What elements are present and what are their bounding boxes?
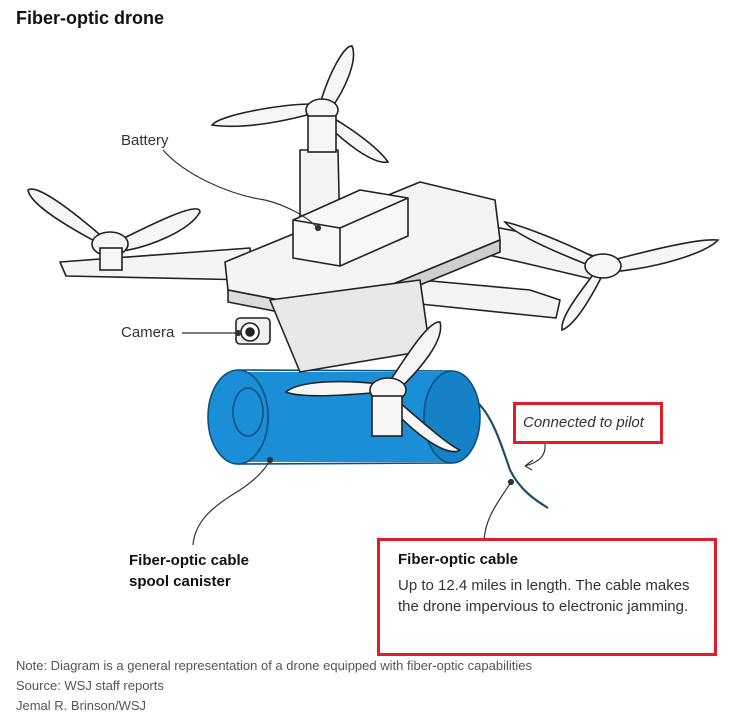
figure-title: Fiber-optic drone	[16, 8, 164, 28]
spool-label: Fiber-optic cable spool canister	[129, 550, 249, 592]
footer-source: Source: WSJ staff reports	[16, 678, 164, 693]
fiber-cable-heading: Fiber-optic cable	[398, 551, 519, 568]
footer-credit: Jemal R. Brinson/WSJ	[16, 698, 147, 713]
propeller-front-left	[27, 188, 201, 271]
propeller-rear-right	[503, 220, 720, 332]
battery-leader	[162, 149, 319, 229]
fiber-cable-callout: Fiber-optic cable Up to 12.4 miles in le…	[377, 538, 717, 656]
connected-to-pilot-label: Connected to pilot	[523, 414, 644, 431]
fiber-cable-description: Up to 12.4 miles in length. The cable ma…	[398, 577, 690, 615]
spool-leader	[192, 459, 271, 546]
pilot-leader	[524, 443, 546, 467]
propeller-rear-left	[210, 45, 390, 163]
cable-leader	[483, 481, 512, 541]
propeller-front-right	[284, 321, 462, 453]
drone-frame	[59, 149, 601, 373]
camera-label: Camera	[121, 324, 175, 341]
battery-label: Battery	[121, 132, 169, 149]
connected-to-pilot-callout: Connected to pilot	[513, 402, 663, 444]
fiber-cable	[471, 397, 549, 509]
spool-label-line2: spool canister	[129, 573, 231, 590]
footer-note: Note: Diagram is a general representatio…	[16, 658, 532, 673]
spool-label-line1: Fiber-optic cable	[129, 552, 250, 569]
